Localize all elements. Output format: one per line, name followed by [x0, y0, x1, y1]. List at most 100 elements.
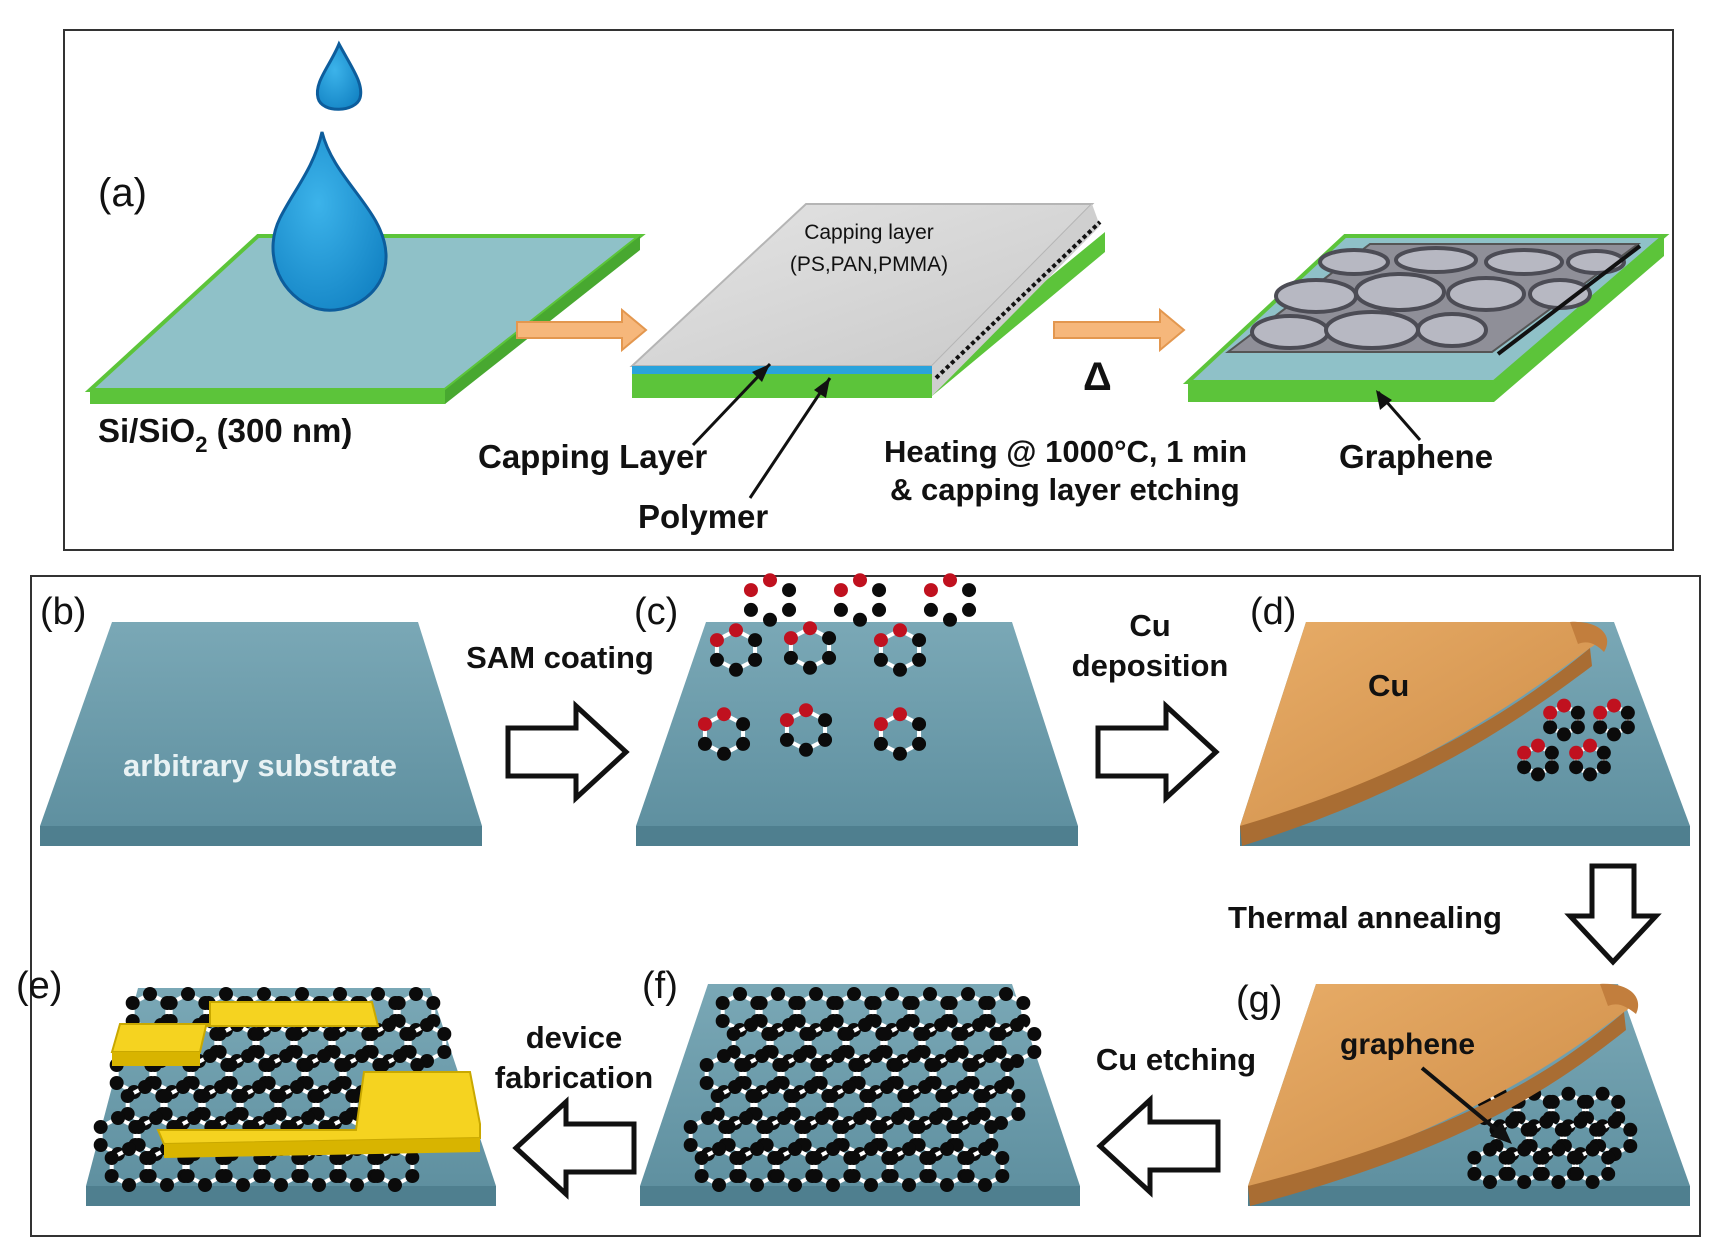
- carbon-atom: [786, 1089, 801, 1103]
- carbon-atom: [820, 1018, 834, 1032]
- carbon-atom: [715, 996, 730, 1010]
- carbon-atom: [181, 987, 195, 1001]
- capping-layer-composition-line2: (PS,PAN,PMMA): [790, 253, 948, 276]
- delta-symbol: Δ: [1083, 355, 1112, 399]
- carbon-atom: [764, 1027, 779, 1041]
- carbon-atom: [1570, 720, 1585, 735]
- carbon-atom: [1539, 1114, 1554, 1129]
- carbon-atom: [1601, 1166, 1616, 1181]
- carbon-atom: [1011, 1107, 1026, 1121]
- cu-label: Cu: [1368, 668, 1409, 703]
- carbon-atom: [1607, 727, 1621, 742]
- carbon-atom: [822, 631, 837, 646]
- graphene-pointer-g: [1420, 1066, 1506, 1138]
- carbon-atom: [420, 1018, 434, 1032]
- carbon-atom: [138, 1080, 152, 1094]
- sam-coating-label: SAM coating: [466, 640, 654, 675]
- oxygen-atom: [1583, 738, 1597, 753]
- carbon-atom: [109, 1076, 124, 1090]
- carbon-atom: [301, 1111, 315, 1125]
- carbon-atom: [122, 1142, 136, 1156]
- oxygen-atom: [697, 717, 712, 732]
- carbon-atom: [873, 736, 888, 751]
- carbon-atom: [263, 1111, 277, 1125]
- carbon-atom: [923, 987, 937, 1001]
- panel-g-label: (g): [1236, 979, 1282, 1021]
- process-arrow-1: [516, 307, 648, 353]
- carbon-atom: [872, 602, 887, 617]
- cu-etching-label: Cu etching: [1096, 1042, 1256, 1077]
- carbon-atom: [410, 1058, 425, 1072]
- carbon-atom: [715, 1014, 730, 1028]
- carbon-atom: [763, 612, 777, 627]
- carbon-atom: [940, 1142, 954, 1156]
- carbon-atom: [815, 1111, 829, 1125]
- carbon-atom: [299, 1058, 314, 1072]
- carbon-atom: [257, 987, 271, 1001]
- carbon-atom: [726, 1027, 741, 1041]
- carbon-atom: [940, 1178, 954, 1192]
- carbon-atom: [802, 1027, 817, 1041]
- carbon-atom: [791, 996, 806, 1010]
- carbon-atom: [788, 1142, 802, 1156]
- carbon-atom: [1483, 1142, 1497, 1157]
- carbon-atom: [779, 732, 794, 747]
- carbon-atom: [290, 1080, 304, 1094]
- oxygen-atom: [743, 583, 758, 598]
- carbon-atom: [759, 1120, 774, 1134]
- oxygen-atom: [1607, 698, 1621, 713]
- carbon-atom: [104, 1151, 119, 1165]
- carbon-atom: [218, 1169, 233, 1183]
- carbon-atom: [902, 1178, 916, 1192]
- carbon-atom: [922, 1169, 937, 1183]
- carbon-atom: [962, 602, 977, 617]
- carbon-atom: [1535, 1150, 1550, 1165]
- heating-line1: Heating @ 1000°C, 1 min: [884, 434, 1247, 469]
- carbon-atom: [1011, 1089, 1026, 1103]
- carbon-atom: [846, 1151, 861, 1165]
- carbon-atom: [1607, 1114, 1622, 1129]
- carbon-atom: [1569, 760, 1584, 775]
- carbon-atom: [1561, 1086, 1576, 1101]
- carbon-atom: [328, 1080, 342, 1094]
- carbon-atom: [846, 1169, 861, 1183]
- carbon-atom: [1501, 1150, 1516, 1165]
- carbon-atom: [1611, 1094, 1626, 1109]
- carbon-atom: [236, 1178, 250, 1192]
- carbon-atom: [840, 1027, 855, 1041]
- carbon-atom: [750, 1142, 764, 1156]
- carbon-atom: [873, 652, 888, 667]
- carbon-atom: [348, 1089, 363, 1103]
- carbon-atom: [984, 1120, 999, 1134]
- carbon-atom: [736, 717, 751, 732]
- carbon-atom: [799, 742, 813, 757]
- carbon-atom: [864, 1178, 878, 1192]
- carbon-atom: [409, 987, 423, 1001]
- oxygen-atom: [779, 713, 794, 728]
- carbon-atom: [748, 1089, 763, 1103]
- carbon-atom: [683, 1120, 698, 1134]
- carbon-atom: [818, 713, 833, 728]
- panel-c-label: (c): [634, 591, 678, 633]
- carbon-atom: [770, 1169, 785, 1183]
- carbon-atom: [788, 1178, 802, 1192]
- cu-deposition-line1: Cu: [1129, 608, 1170, 643]
- carbon-atom: [1585, 1142, 1600, 1157]
- capping-layer-composition-line1: Capping layer: [804, 221, 934, 244]
- carbon-atom: [1596, 745, 1611, 760]
- carbon-atom: [683, 1138, 698, 1152]
- carbon-atom: [697, 736, 712, 751]
- carbon-atom: [945, 1049, 959, 1063]
- oxygen-atom: [763, 573, 777, 588]
- graphene-substrate: [1182, 234, 1670, 402]
- capping-layer-label: Capping Layer: [478, 438, 707, 475]
- carbon-atom: [405, 1169, 420, 1183]
- process-arrow-2: [1053, 307, 1186, 353]
- carbon-atom: [261, 1058, 276, 1072]
- carbon-atom: [1531, 767, 1545, 782]
- carbon-atom: [956, 1080, 970, 1094]
- carbon-atom: [1545, 1094, 1560, 1109]
- carbon-atom: [1517, 1142, 1532, 1157]
- panel-e-label: (e): [16, 965, 62, 1007]
- carbon-atom: [804, 1080, 818, 1094]
